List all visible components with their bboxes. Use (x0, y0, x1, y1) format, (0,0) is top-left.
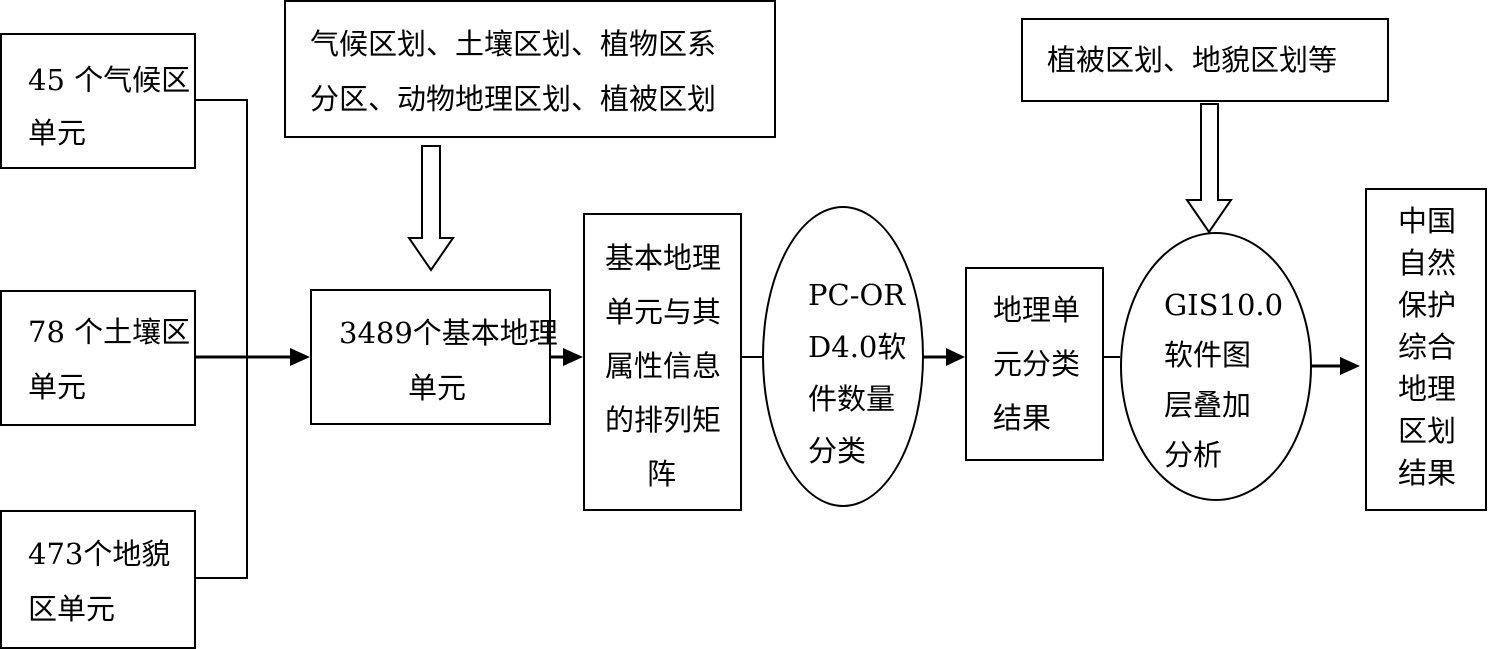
matrix-line2: 单元与其 (605, 295, 722, 329)
gis-line1: GIS10.0 (1164, 288, 1284, 322)
basic-units-line1: 3489个基本地理 (339, 316, 558, 350)
result-line5: 地理 (1398, 372, 1457, 406)
climate-units-box: 45 个气候区 单元 (0, 33, 196, 169)
top-sources-line2: 分区、动物地理区划、植被区划 (310, 82, 717, 116)
hollow-arrow-top-right-source (1185, 103, 1233, 234)
landform-units-box: 473个地貌 区单元 (0, 510, 196, 649)
classification-box: 地理单 元分类 结果 (965, 267, 1104, 461)
result-line7: 结果 (1398, 456, 1457, 490)
classification-line2: 元分类 (993, 347, 1081, 381)
hollow-arrow-top-sources (407, 145, 455, 272)
gis-line4: 分析 (1164, 438, 1223, 472)
pcord-line1: PC-OR (808, 278, 906, 312)
top-sources-box: 气候区划、土壤区划、植物区系 分区、动物地理区划、植被区划 (284, 0, 776, 138)
result-line1: 中国 (1398, 204, 1457, 238)
gis-ellipse: GIS10.0 软件图 层叠加 分析 (1120, 232, 1312, 501)
pcord-line4: 分类 (808, 434, 867, 468)
arrowhead-result (1340, 357, 1360, 375)
top-right-source-label: 植被区划、地貌区划等 (1047, 43, 1338, 77)
classification-line1: 地理单 (993, 293, 1081, 327)
result-line2: 自然 (1398, 246, 1457, 280)
arrowhead-matrix (563, 348, 583, 366)
input-bracket-line (196, 99, 248, 579)
matrix-line3: 属性信息 (605, 349, 722, 383)
pcord-line3: 件数量 (808, 382, 896, 416)
final-result-box: 中国 自然 保护 综合 地理 区划 结果 (1365, 188, 1487, 511)
climate-units-line2: 单元 (28, 116, 87, 150)
gis-line2: 软件图 (1164, 338, 1252, 372)
soil-units-line1: 78 个土壤区 (28, 315, 191, 349)
gis-line3: 层叠加 (1164, 388, 1252, 422)
climate-units-line1: 45 个气候区 (28, 63, 191, 97)
pcord-line2: D4.0软 (808, 330, 907, 364)
pcord-ellipse: PC-OR D4.0软 件数量 分类 (762, 206, 924, 507)
top-sources-line1: 气候区划、土壤区划、植物区系 (310, 27, 717, 61)
matrix-box: 基本地理 单元与其 属性信息 的排列矩 阵 (583, 213, 742, 511)
classification-line3: 结果 (993, 401, 1052, 435)
result-line3: 保护 (1398, 288, 1457, 322)
result-line6: 区划 (1398, 414, 1457, 448)
basic-units-line2: 单元 (408, 371, 467, 405)
arrowhead-classification (946, 348, 965, 366)
landform-units-line1: 473个地貌 (28, 537, 171, 571)
arrowhead-basic-units (290, 348, 310, 366)
matrix-line1: 基本地理 (605, 241, 722, 275)
landform-units-line2: 区单元 (28, 592, 116, 626)
matrix-line4: 的排列矩 (605, 403, 722, 437)
result-line4: 综合 (1398, 330, 1457, 364)
soil-units-line2: 单元 (28, 370, 87, 404)
soil-units-box: 78 个土壤区 单元 (0, 290, 196, 426)
top-right-source-box: 植被区划、地貌区划等 (1021, 18, 1389, 102)
basic-units-box: 3489个基本地理 单元 (310, 289, 558, 425)
matrix-line5: 阵 (647, 457, 677, 491)
